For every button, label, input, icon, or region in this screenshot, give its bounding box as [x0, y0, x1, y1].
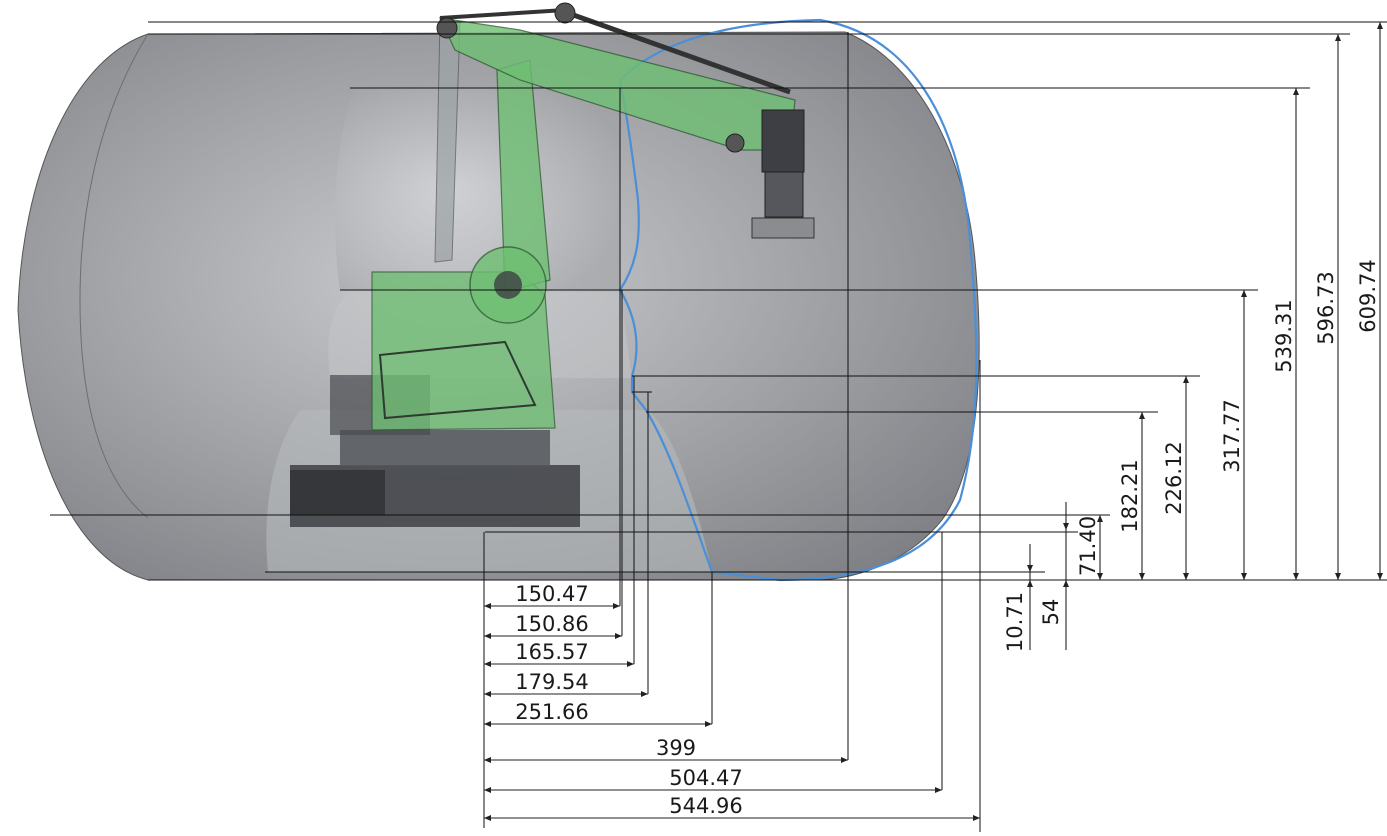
robot-flange	[764, 171, 804, 218]
dimension-horizontal-544.96: 544.96	[484, 794, 980, 821]
dimension-label: 609.74	[1356, 259, 1380, 332]
dimension-label: 226.12	[1162, 441, 1186, 514]
dimension-vertical-609.74: 609.74	[1356, 22, 1383, 580]
robot-shoulder-hub	[494, 271, 522, 299]
dimension-vertical-317.77: 317.77	[1220, 290, 1247, 580]
dimension-label: 596.73	[1314, 271, 1338, 344]
robot-elbow-joint	[554, 2, 576, 24]
dimension-label: 150.86	[515, 612, 588, 636]
dimension-vertical-54: 54	[1039, 502, 1069, 650]
dimension-horizontal-150.86: 150.86	[484, 612, 622, 639]
dimension-label: 10.71	[1003, 592, 1027, 652]
horizontal-dimensions: 150.47 150.86 165.57 179.54 251.66 399 504.47 5…	[484, 582, 980, 821]
dimension-vertical-71.40: 71.40	[1076, 515, 1103, 580]
dimension-label: 251.66	[515, 700, 588, 724]
dimension-horizontal-165.57: 165.57	[484, 640, 634, 667]
dimension-label: 182.21	[1118, 459, 1142, 532]
robot-rear-joint	[436, 17, 458, 39]
dimension-horizontal-251.66: 251.66	[484, 700, 712, 727]
reference-lines	[50, 21, 1387, 832]
robot-body-panel	[378, 340, 537, 420]
dimension-vertical-226.12: 226.12	[1162, 376, 1189, 580]
inner-left-arc	[79, 33, 149, 519]
dimension-label: 539.31	[1272, 299, 1296, 372]
dimension-vertical-596.73: 596.73	[1314, 34, 1341, 580]
palletizing-robot	[290, 2, 815, 527]
dimension-label: 179.54	[515, 670, 588, 694]
dimension-label: 71.40	[1076, 516, 1100, 576]
dimension-label: 54	[1039, 599, 1063, 626]
dimension-label: 504.47	[669, 766, 742, 790]
dimension-label: 544.96	[669, 794, 742, 818]
dimension-label: 165.57	[515, 640, 588, 664]
dimension-label: 317.77	[1220, 399, 1244, 472]
dimension-vertical-182.21: 182.21	[1118, 412, 1145, 580]
dimension-label: 399	[656, 736, 696, 760]
dimension-label: 150.47	[515, 582, 588, 606]
dimension-horizontal-504.47: 504.47	[484, 766, 942, 793]
dimension-horizontal-399: 399	[484, 736, 848, 763]
inner-envelope-upper	[335, 88, 620, 290]
dimension-horizontal-179.54: 179.54	[484, 670, 648, 697]
vertical-dimensions: 10.71 54 71.40 182.21 226.12 317.77 539.31 596.…	[1003, 22, 1383, 652]
dimension-horizontal-150.47: 150.47	[484, 582, 620, 609]
robot-parallel-link-top	[439, 8, 566, 20]
robot-wrist-joint	[725, 133, 745, 153]
robot-wrist-block	[761, 109, 805, 173]
robot-gripper-plate	[751, 217, 815, 239]
robot-base-motor	[290, 470, 385, 515]
highlight-boundary	[618, 18, 978, 582]
dimension-vertical-539.31: 539.31	[1272, 88, 1299, 580]
dimension-vertical-10.71: 10.71	[1003, 544, 1033, 652]
robot-turntable	[340, 430, 550, 466]
robot-parallel-link	[564, 9, 791, 95]
